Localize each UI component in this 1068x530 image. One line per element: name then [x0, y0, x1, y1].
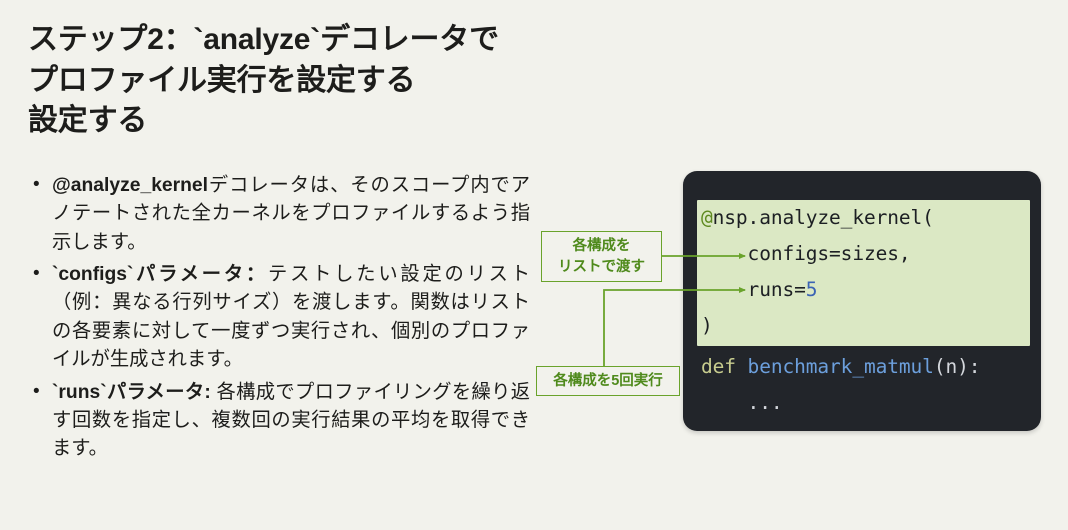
callout-runs: 各構成を5回実行: [536, 366, 680, 396]
page-title: ステップ2：`analyze`デコレータで プロファイル実行を設定する 設定する: [28, 23, 499, 137]
bullet-list: @analyze_kernelデコレータは、そのスコープ内でアノテートされた全カ…: [30, 171, 530, 468]
code-line-1-text: nsp.analyze_kernel(: [712, 206, 934, 229]
list-item: `runs`パラメータ: 各構成でプロファイリングを繰り返す回数を指定し、複数回…: [30, 378, 530, 464]
code-line-3: runs=5: [697, 272, 1030, 308]
code-highlight-region: @nsp.analyze_kernel( configs=sizes, runs…: [697, 200, 1030, 346]
bullet-body: デコレータは、そのスコープ内でアノテートされた全カーネルをプロファイルするよう指…: [52, 175, 530, 253]
callout-configs: 各構成を リストで渡す: [541, 231, 662, 282]
bullet-lead: `runs`パラメータ:: [52, 381, 211, 403]
list-item: `configs`パラメータ：テストしたい設定のリスト（例：異なる行列サイズ）を…: [30, 260, 530, 374]
code-line-2: configs=sizes,: [701, 242, 911, 265]
decorator-at-symbol: @: [701, 206, 713, 229]
bullet-lead: @analyze_kernel: [52, 175, 209, 196]
def-keyword: def: [701, 355, 736, 378]
code-line-5: def benchmark_matmul(n):: [701, 349, 1041, 385]
bullet-body: テストしたい設定のリスト（例：異なる行列サイズ）を渡します。関数はリストの各要素…: [52, 264, 530, 371]
runs-value: 5: [805, 278, 818, 301]
function-name: benchmark_matmul: [735, 355, 934, 378]
function-args: (n):: [933, 355, 981, 378]
bullet-body: 各構成でプロファイリングを繰り返す回数を指定し、複数回の実行結果の平均を取得でき…: [52, 381, 530, 460]
code-line-3-text: runs=: [701, 278, 806, 301]
code-block-panel: @nsp.analyze_kernel( configs=sizes, runs…: [683, 171, 1041, 431]
code-line-1: @nsp.analyze_kernel(: [697, 200, 1030, 236]
code-line-6: ...: [701, 391, 783, 414]
list-item: @analyze_kernelデコレータは、そのスコープ内でアノテートされた全カ…: [30, 171, 530, 257]
code-tail-region: def benchmark_matmul(n): ...: [697, 349, 1041, 421]
bullet-lead: `configs`パラメータ：: [52, 264, 268, 286]
code-line-4: ): [701, 314, 713, 337]
